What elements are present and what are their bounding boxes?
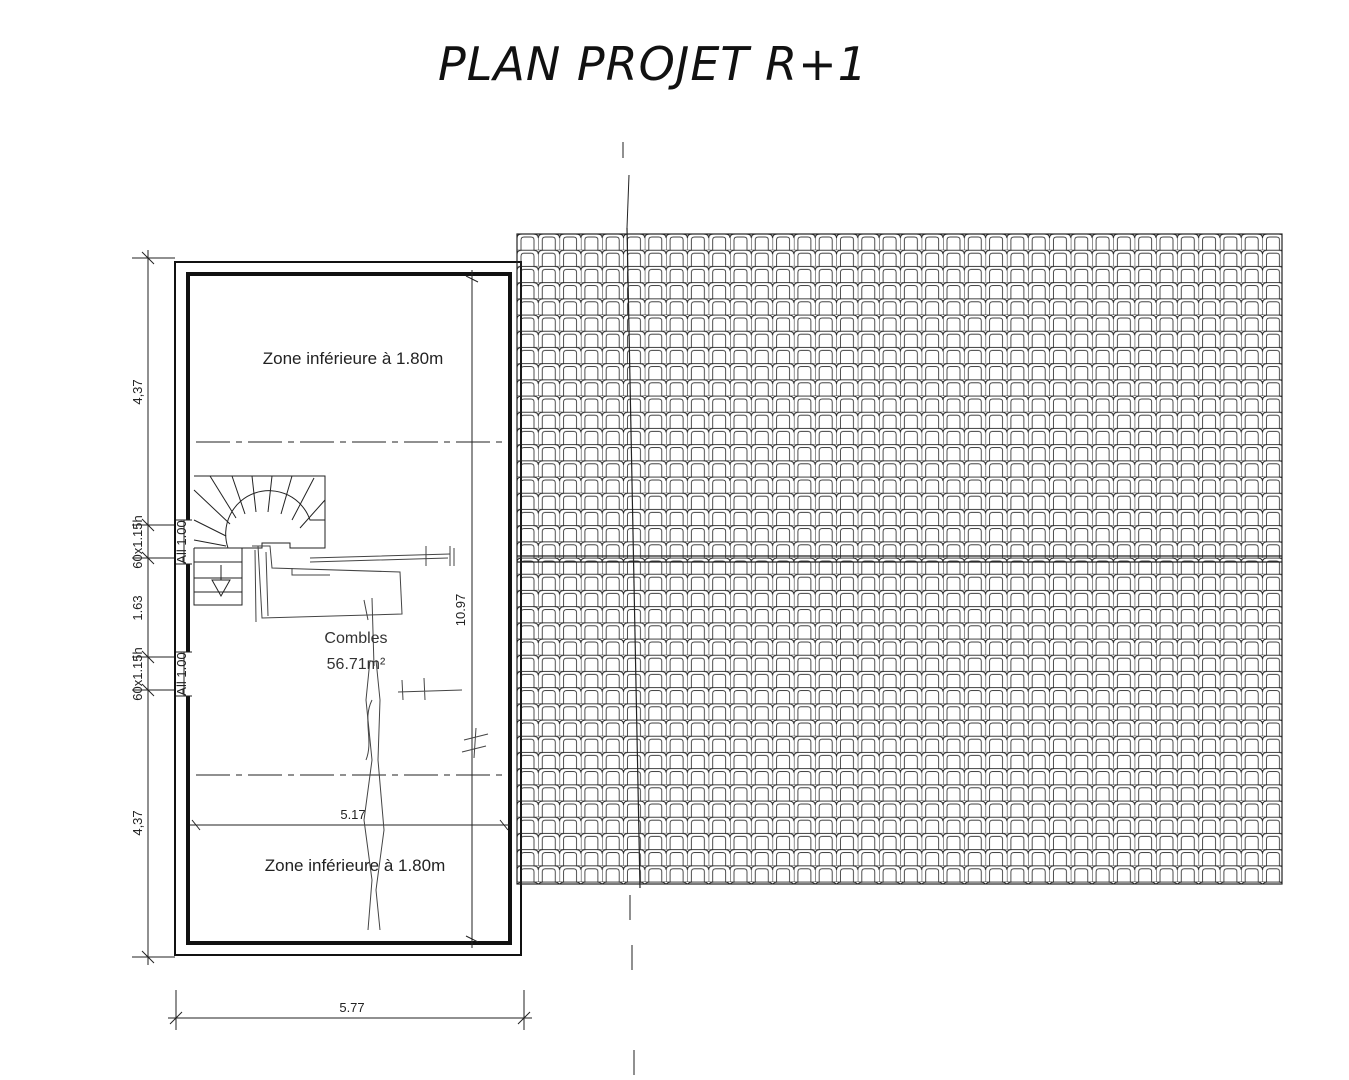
plan-title: PLAN PROJET R+1 bbox=[438, 37, 868, 91]
zone-label-top: Zone inférieure à 1.80m bbox=[263, 349, 444, 368]
stair-arrow-icon bbox=[211, 579, 231, 598]
roof-axis-line bbox=[626, 227, 641, 889]
all-label-2: All 1.00 bbox=[174, 652, 189, 695]
dim-left-top: 4,37 bbox=[130, 379, 145, 404]
dim-inner-height: 10.97 bbox=[453, 594, 468, 627]
dim-outer-width: 5.77 bbox=[339, 1000, 364, 1015]
roof-tiles bbox=[516, 227, 1283, 889]
axis-tick bbox=[626, 174, 630, 229]
room-name: Combles bbox=[324, 630, 387, 647]
inner-width-dimension: 5.17 bbox=[190, 807, 510, 831]
dim-left-window1: 60x1.15h bbox=[130, 515, 145, 569]
dim-left-bottom: 4,37 bbox=[130, 810, 145, 835]
zone-label-bottom: Zone inférieure à 1.80m bbox=[265, 856, 446, 875]
left-dimension-chain: 4,37 60x1.15h 1.63 60x1.15h 4,37 bbox=[130, 250, 175, 965]
outer-width-dimension: 5.77 bbox=[168, 990, 532, 1030]
room-area: 56.71m² bbox=[327, 656, 386, 673]
dim-left-window2: 60x1.15h bbox=[130, 647, 145, 701]
staircase bbox=[193, 475, 326, 606]
inner-height-dimension: 10.97 bbox=[453, 270, 479, 948]
all-label-1: All 1.00 bbox=[174, 520, 189, 563]
dim-inner-width: 5.17 bbox=[340, 807, 365, 822]
dim-left-mid: 1.63 bbox=[130, 595, 145, 620]
hand-sketch bbox=[252, 545, 489, 931]
